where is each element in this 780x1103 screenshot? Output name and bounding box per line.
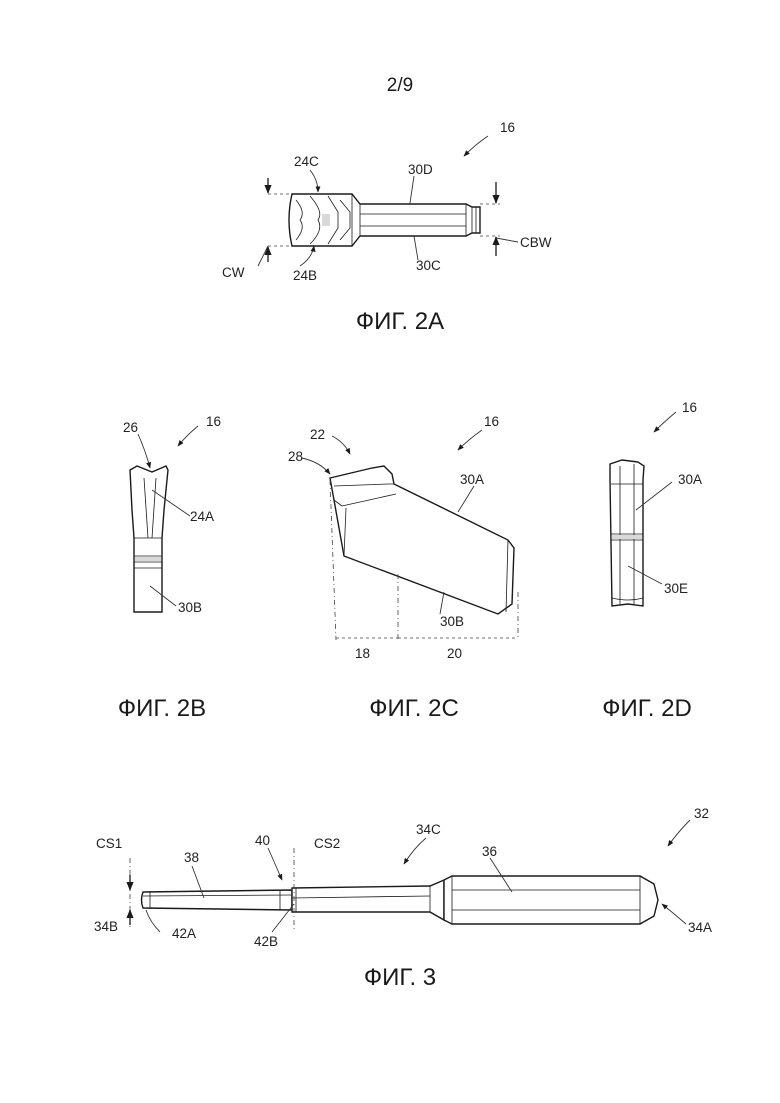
fig3-label-36: 36 [482,844,497,859]
fig3-label-34c: 34C [416,822,441,837]
fig2d-label-30a: 30A [678,472,702,487]
figure-2d: 16 30A 30E ФИГ. 2D [602,400,702,722]
fig2b-label-16: 16 [206,414,221,429]
fig2d-label-16: 16 [682,400,697,415]
page-number: 2/9 [387,75,413,96]
fig2a-label-16: 16 [500,120,515,135]
fig2c-label-30a: 30A [460,472,484,487]
fig2c-label-30b: 30B [440,614,464,629]
fig3-label-34b: 34B [94,919,118,934]
fig2b-label-30b: 30B [178,600,202,615]
figure-2c: 22 16 28 30A 30B 18 20 ФИГ. 2С [288,414,518,722]
fig2c-caption: ФИГ. 2С [369,695,459,722]
fig2c-label-16: 16 [484,414,499,429]
fig2a-caption: ФИГ. 2А [356,308,444,335]
fig2a-insert-top-view [289,194,480,246]
fig2a-label-cw: CW [222,265,245,280]
fig3-label-cs2: CS2 [314,836,340,851]
fig2b-caption: ФИГ. 2В [118,695,206,722]
figure-2b: 26 16 24A 30B ФИГ. 2В [118,414,221,722]
fig3-label-40: 40 [255,833,270,848]
fig3-label-32: 32 [694,806,709,821]
fig3-label-34a: 34A [688,920,712,935]
fig2c-label-22: 22 [310,427,325,442]
fig2a-label-cbw: CBW [520,235,552,250]
fig2d-insert-side-view [610,460,644,606]
fig3-label-42b: 42B [254,934,278,949]
fig3-toolholder-shank [142,876,659,924]
fig2b-insert-front-view [130,466,168,612]
fig3-label-cs1: CS1 [96,836,122,851]
fig2b-label-26: 26 [123,420,138,435]
fig2b-label-24a: 24A [190,509,214,524]
figure-2a: 16 24C 30D 24B 30C CW CBW ФИГ. 2А [222,120,552,335]
fig2c-insert-perspective-view [330,466,514,614]
fig2a-label-30d: 30D [408,162,433,177]
figure-3: 32 CS1 38 40 CS2 34C 36 34B 42A 42B 34A … [94,806,712,991]
fig2a-label-24b: 24B [293,268,317,283]
fig2c-label-20: 20 [447,646,462,661]
fig3-label-38: 38 [184,850,199,865]
fig3-caption: ФИГ. 3 [364,964,436,991]
fig2c-label-18: 18 [355,646,370,661]
fig3-label-42a: 42A [172,926,196,941]
fig2c-label-28: 28 [288,449,303,464]
fig2d-caption: ФИГ. 2D [602,695,692,722]
fig2a-label-30c: 30C [416,258,441,273]
fig2d-label-30e: 30E [664,581,688,596]
fig2a-label-24c: 24C [294,154,319,169]
